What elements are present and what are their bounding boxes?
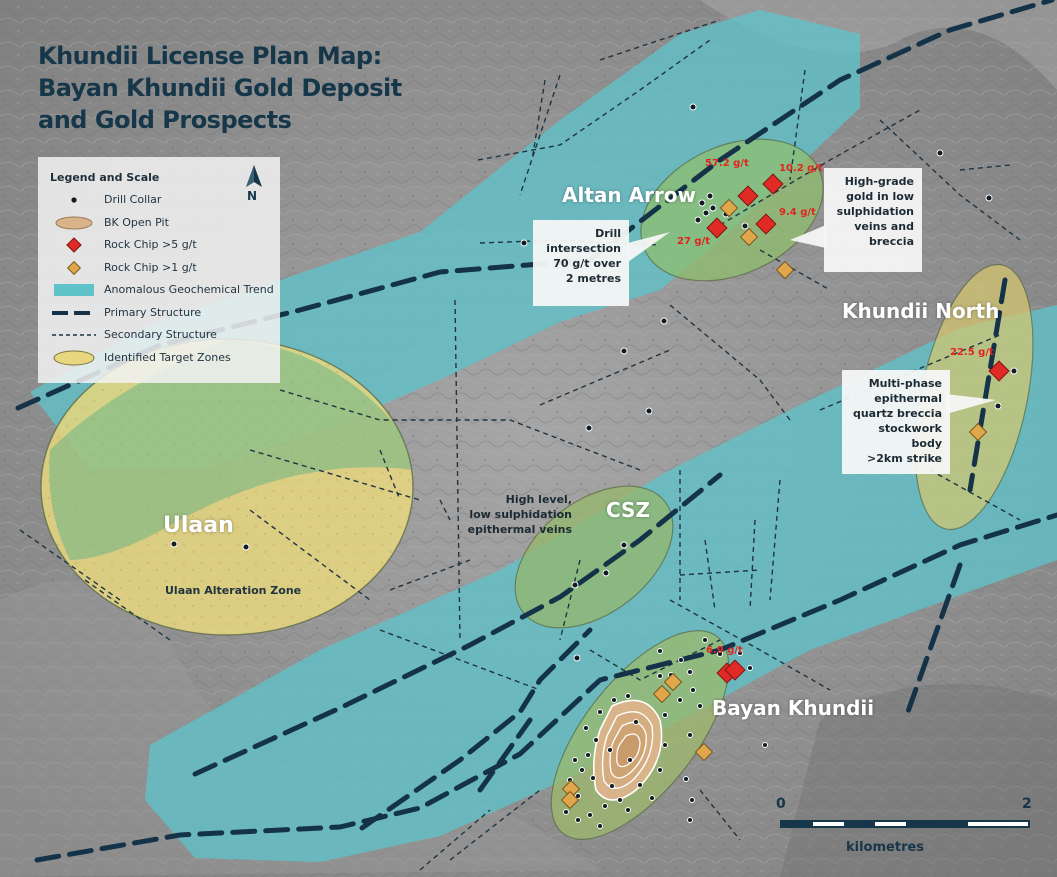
altan-arrow-label: Altan Arrow [562,183,697,207]
legend-label: Identified Target Zones [104,350,231,364]
scale-track [780,820,1030,828]
legend-label: Rock Chip >5 g/t [104,238,197,251]
legend-item-rock-chip-high: Rock Chip >5 g/t [50,235,268,258]
grade-label: 27 g/t [677,236,710,247]
legend-item-open-pit: BK Open Pit [50,213,268,236]
legend-label: Anomalous Geochemical Trend [104,283,274,296]
grade-label: 22.5 g/t [950,347,994,358]
legend-label: Drill Collar [104,193,162,206]
scale-segment [844,822,875,826]
scale-unit-label: kilometres [846,840,925,855]
grade-label: 57.2 g/t [705,158,749,169]
scale-segment [782,822,813,826]
title-line-2: Bayan Khundii Gold Deposit [38,74,402,102]
legend-item-geochem-trend: Anomalous Geochemical Trend [50,280,274,303]
grade-label: 10.2 g/t [779,163,823,174]
ulaan-green-overlap [49,340,414,560]
rock-chips-high [706,173,1010,684]
north-label: N [247,189,258,203]
csz-target-zone [514,485,674,629]
khundii-north-label: Khundii North [842,299,1000,323]
bk-open-pit [592,699,663,801]
thick-dash-icon [52,310,96,315]
legend-heading: Legend and Scale [50,171,160,184]
legend-label: Secondary Structure [104,328,217,341]
legend-label: BK Open Pit [104,215,169,229]
scale-segment [906,822,968,826]
ulaan-label: Ulaan [163,513,234,538]
thin-dash-icon [52,334,96,336]
ulaan-alteration-label: Ulaan Alteration Zone [165,584,302,597]
north-arrow: N [240,163,268,213]
drill-callout-pointer [628,232,670,262]
high-level-veins-note: High level, low sulphidation epithermal … [467,493,572,536]
map-title: Khundii License Plan Map: Bayan Khundii … [38,40,458,136]
legend-item-primary-structure: Primary Structure [50,303,268,326]
orange-diamond-icon [66,260,82,275]
bayan-khundii-label: Bayan Khundii [712,696,875,720]
legend-panel: Legend and Scale Drill Collar BK Open Pi… [38,157,280,383]
high-grade-callout-pointer [790,225,826,248]
csz-label: CSZ [606,498,650,522]
high-grade-callout: High-grade gold in low sulphidation vein… [824,168,922,272]
target-zone-icon [53,350,95,365]
legend-item-target-zone: Identified Target Zones [50,348,268,371]
open-pit-icon [55,216,93,229]
terrain-ridge [780,684,1057,877]
grade-label: 9.4 g/t [779,207,816,218]
title-line-3: and Gold Prospects [38,106,292,134]
north-arrow-icon [246,165,262,187]
legend-item-drill-collar: Drill Collar [50,190,268,213]
trend-swatch-icon [54,284,94,296]
multiphase-callout: Multi-phase epithermal quartz breccia st… [842,370,950,474]
scale-bar: 0 2 kilometres [776,796,1036,866]
secondary-structures [19,19,1021,871]
legend-label: Primary Structure [104,305,202,319]
red-diamond-icon [66,237,82,253]
legend-label: Rock Chip >1 g/t [104,260,197,274]
dot-icon [71,197,77,203]
legend-item-secondary-structure: Secondary Structure [50,325,268,348]
grade-label: 6.9 g/t [706,645,743,656]
multiphase-callout-pointer [946,394,996,414]
scale-end-label: 2 [1022,796,1032,812]
legend-item-rock-chip-low: Rock Chip >1 g/t [50,258,268,281]
rock-chips-low [560,198,988,810]
title-line-1: Khundii License Plan Map: [38,42,382,70]
drill-intersection-callout: Drill intersection 70 g/t over 2 metres [533,220,629,306]
scale-start-label: 0 [776,796,786,812]
